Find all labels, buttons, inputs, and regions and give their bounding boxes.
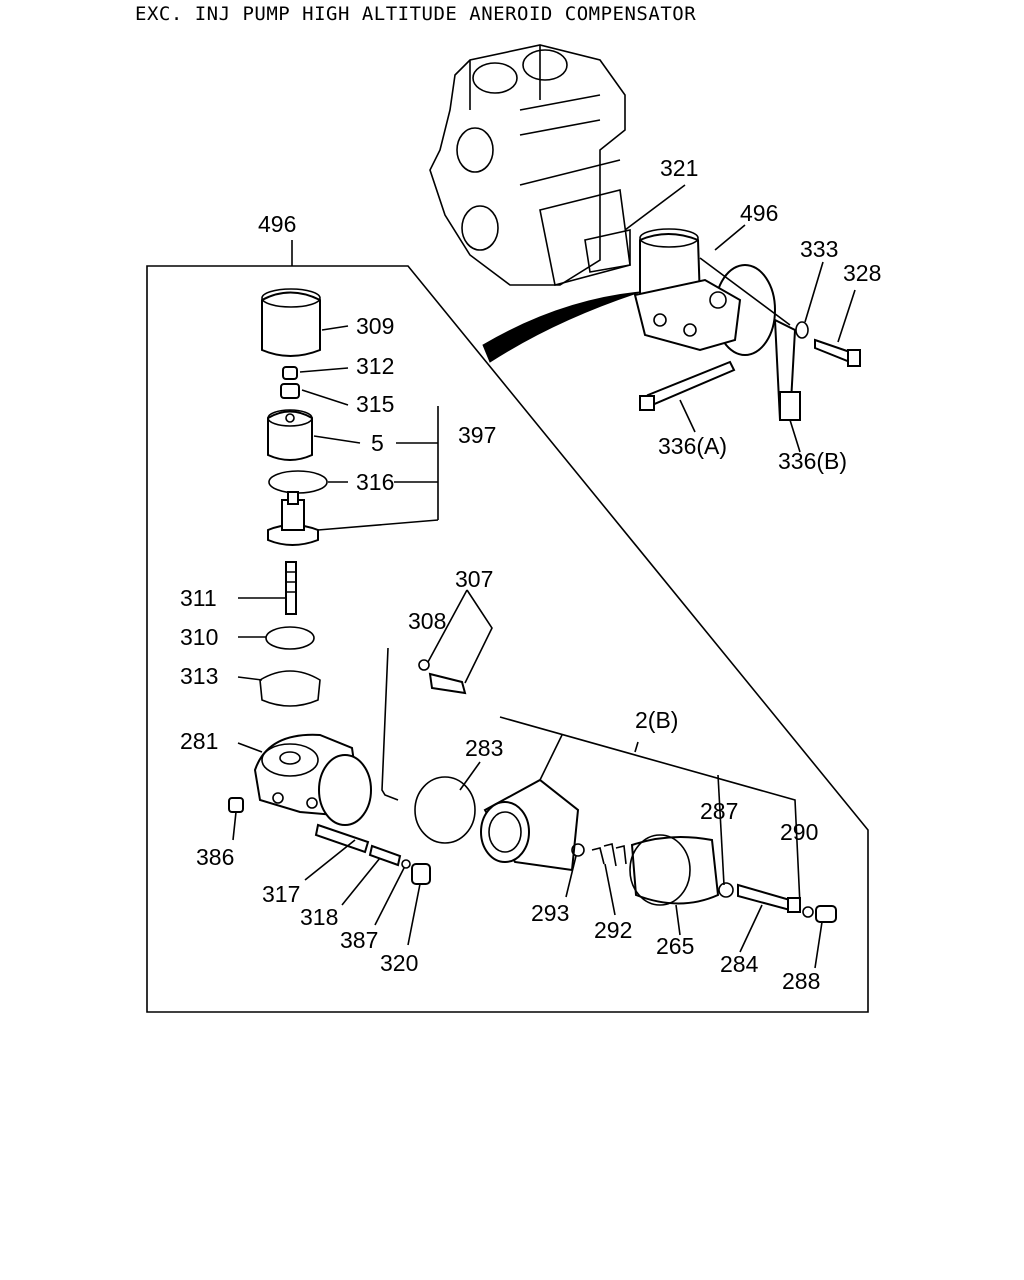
callout-318: 318 [300,904,338,930]
bracket-parts [639,257,861,421]
callout-309: 309 [356,313,394,339]
callout-5: 5 [371,430,384,456]
callout-496-left: 496 [258,211,296,237]
leader-lines [232,184,856,969]
callout-265: 265 [656,933,694,959]
callout-284: 284 [720,951,759,977]
callout-328: 328 [843,260,881,286]
callout-311: 311 [180,585,217,611]
callout-307: 307 [455,566,493,592]
callout-308: 308 [408,608,446,634]
callout-387: 387 [340,927,378,953]
callout-321: 321 [660,155,698,181]
callout-320: 320 [380,950,418,976]
exploded-view-frame [146,265,869,1013]
exploded-parts [228,288,837,923]
callout-333: 333 [800,236,838,262]
mounting-arrow [482,291,641,363]
callout-315: 315 [356,391,394,417]
callout-2b: 2(B) [635,707,678,733]
engine-block-illustration [429,44,631,286]
callout-290: 290 [780,819,818,845]
callout-281: 281 [180,728,218,754]
callout-386: 386 [196,844,234,870]
callout-312: 312 [356,353,394,379]
callout-310: 310 [180,624,218,650]
callout-317: 317 [262,881,300,907]
callout-496-right: 496 [740,200,778,226]
callout-313: 313 [180,663,218,689]
page-title: EXC. INJ PUMP HIGH ALTITUDE ANEROID COMP… [135,3,697,25]
callout-283: 283 [465,735,503,761]
assembled-filter-illustration [633,228,776,356]
callout-292: 292 [594,917,632,943]
callout-336b: 336(B) [778,448,847,474]
callout-287: 287 [700,798,738,824]
callout-288: 288 [782,968,820,994]
callout-397: 397 [458,422,496,448]
callout-336a: 336(A) [658,433,727,459]
callout-labels: 496 321 496 333 328 336(A) 336(B) 309 31… [180,155,881,994]
callout-316: 316 [356,469,394,495]
callout-293: 293 [531,900,569,926]
